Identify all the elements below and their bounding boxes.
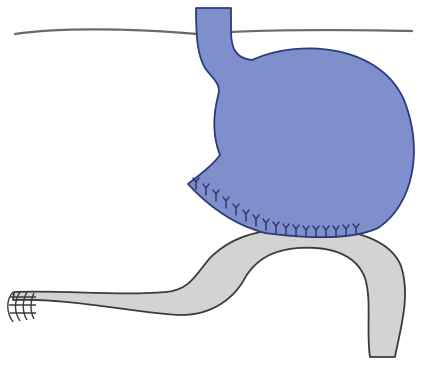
intestine-loop bbox=[13, 228, 405, 357]
intestine-end bbox=[8, 292, 36, 322]
stomach bbox=[188, 8, 414, 237]
